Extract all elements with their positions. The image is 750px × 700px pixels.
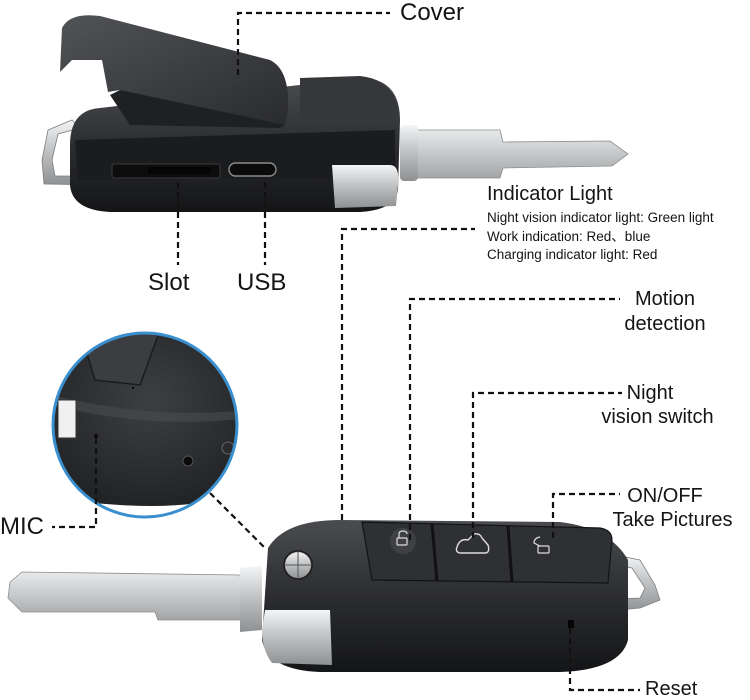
slot-label: Slot <box>148 269 190 296</box>
night-vision-label-line1: Night <box>626 382 674 404</box>
indicator-line-work: Work indication: Red、blue <box>487 229 651 244</box>
night-vision-label-line2: vision switch <box>601 406 714 428</box>
indicator-line-charging: Charging indicator light: Red <box>487 247 658 262</box>
indicator-light-title: Indicator Light <box>487 183 613 205</box>
bottom-key-fob <box>7 520 661 672</box>
usb-label: USB <box>237 269 287 296</box>
onoff-label-line2: Take Pictures <box>612 509 733 531</box>
onoff-label-line1: ON/OFF <box>627 485 703 507</box>
top-key-fob <box>41 15 629 212</box>
indicator-line-night-vision: Night vision indicator light: Green ligh… <box>487 210 714 225</box>
motion-detection-label-line2: detection <box>624 313 706 335</box>
reset-label: Reset <box>645 678 698 700</box>
leader-lines <box>52 11 640 692</box>
mic-label: MIC <box>0 513 44 540</box>
mic-zoom-circle <box>51 331 239 519</box>
cover-label: Cover <box>400 0 465 26</box>
motion-detection-label-line1: Motion <box>634 288 696 310</box>
